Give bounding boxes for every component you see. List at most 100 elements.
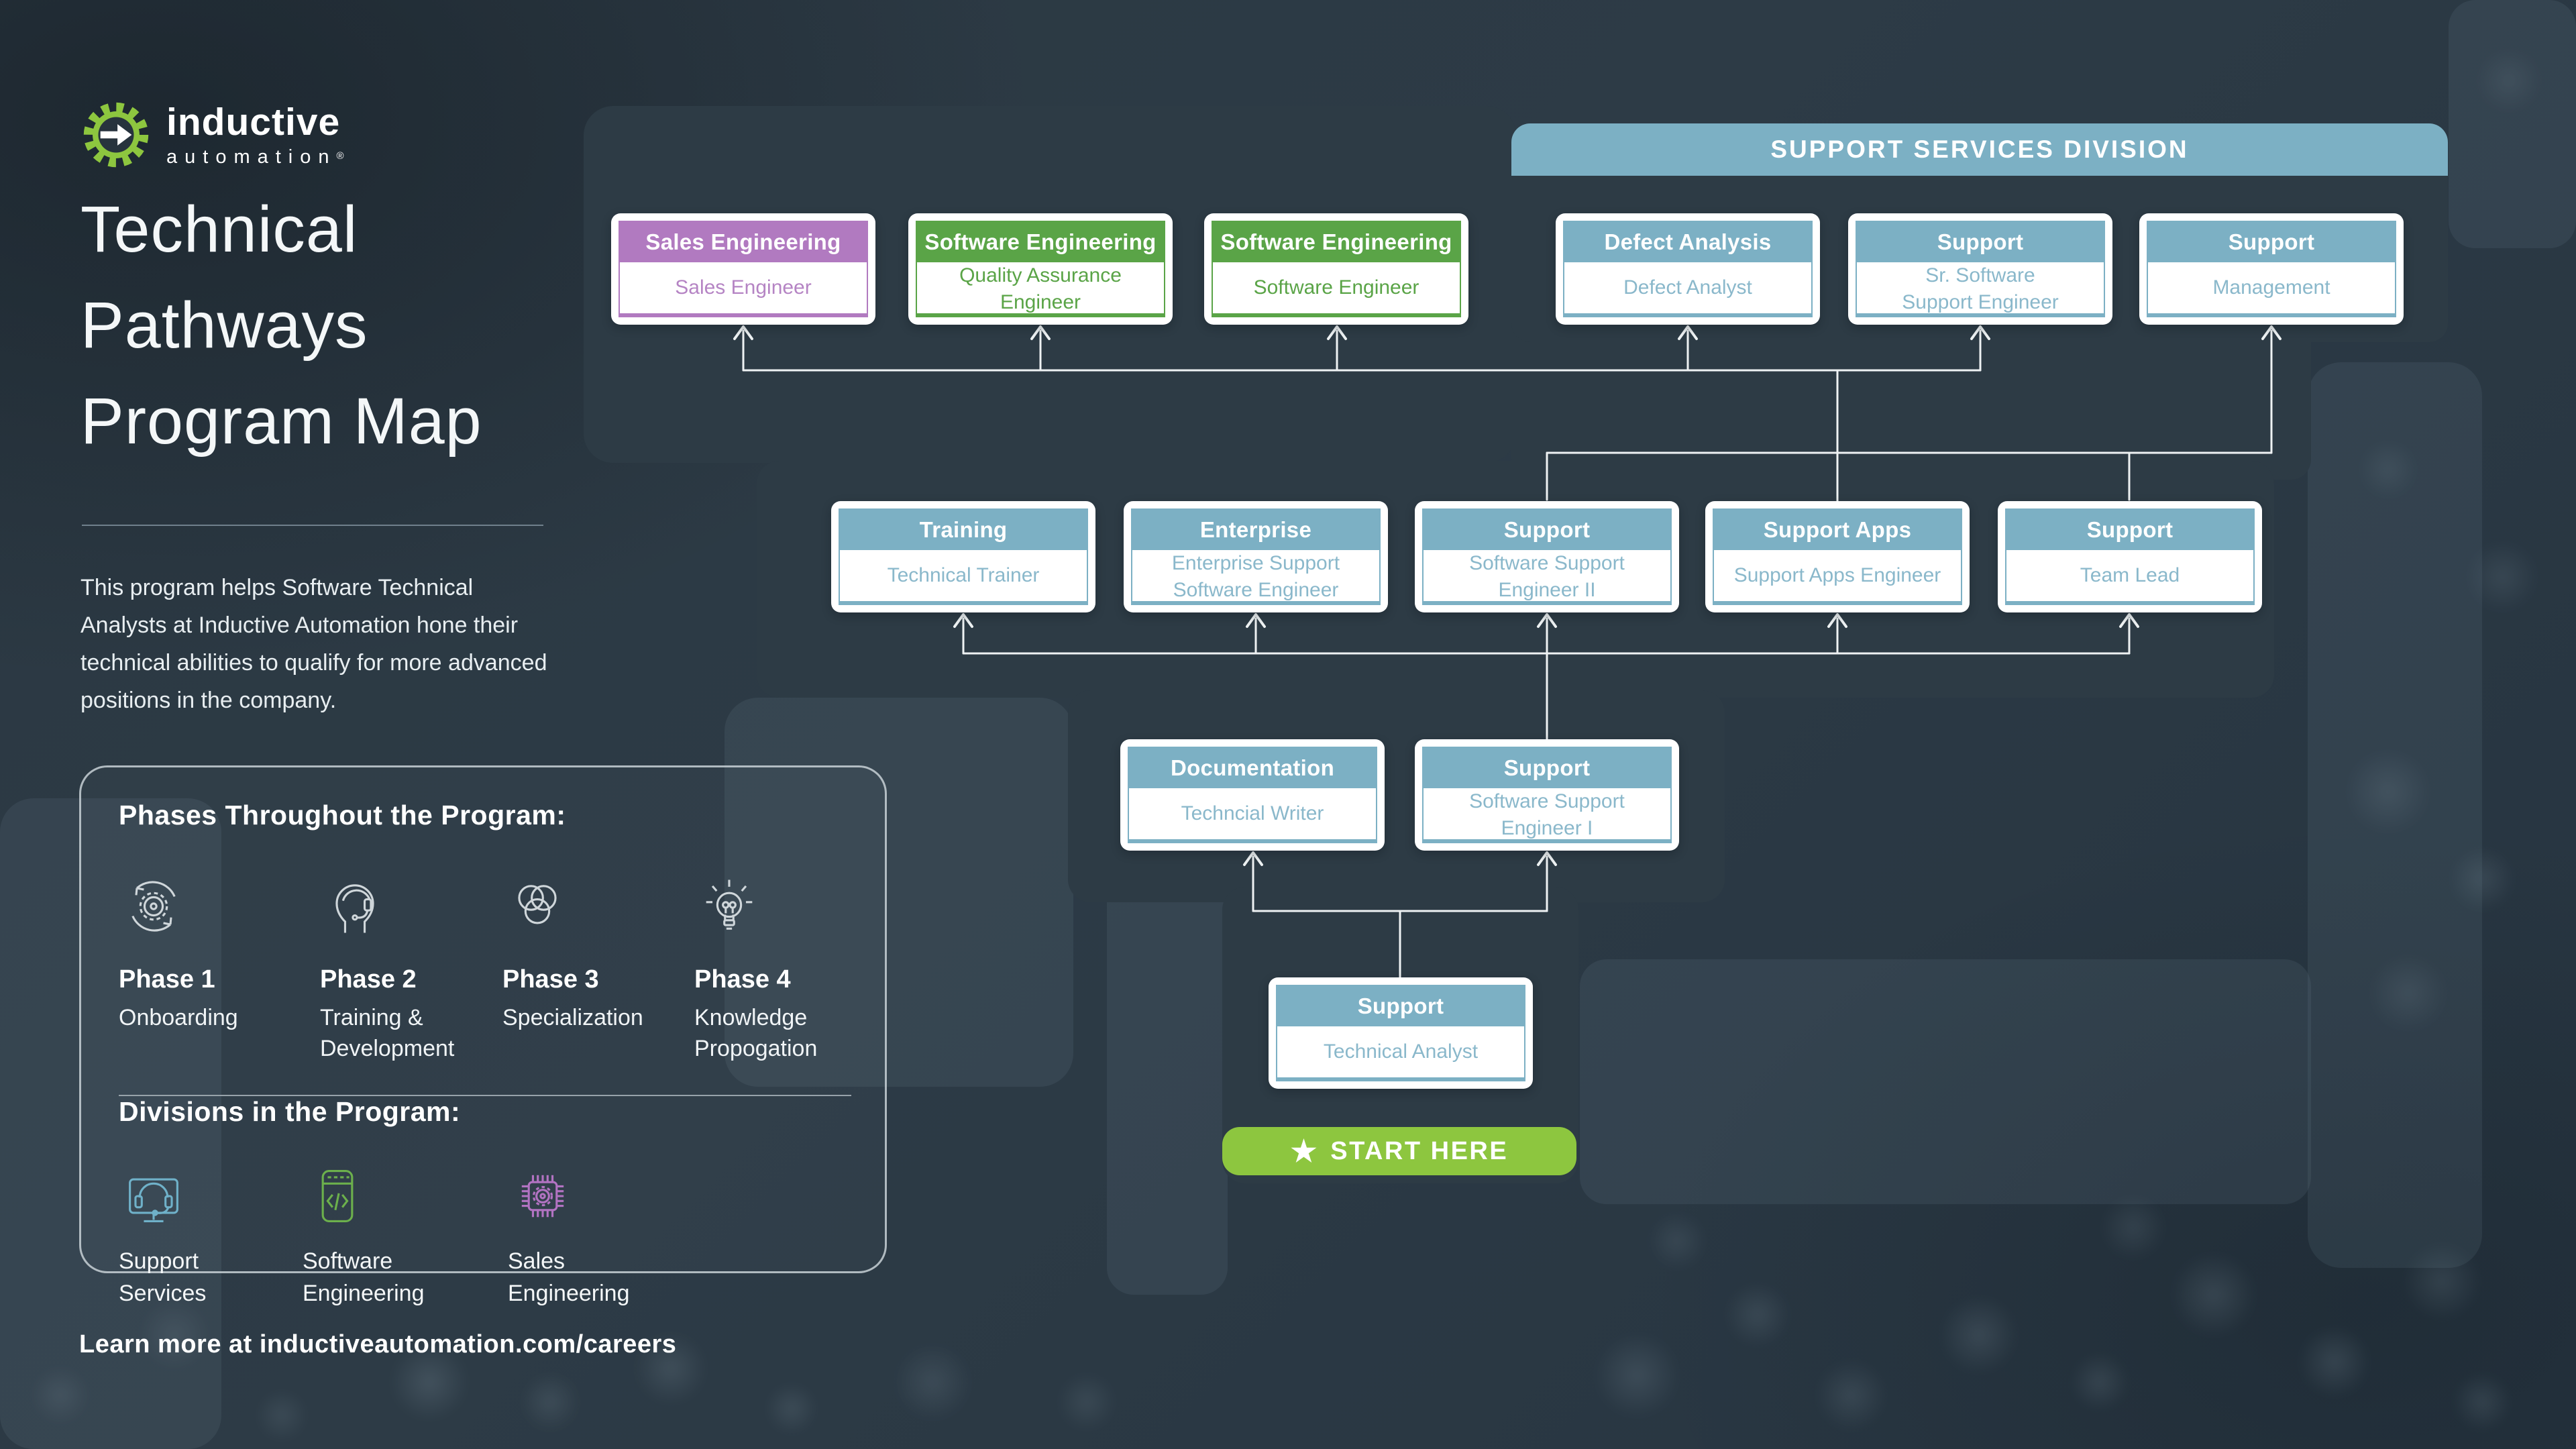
connector-line	[1327, 325, 1347, 340]
division-item-sales-engineering: Sales Engineering	[508, 1161, 655, 1309]
connector-line	[2119, 613, 2139, 628]
phase-description: Training & Development	[320, 1005, 455, 1061]
phases-heading: Phases Throughout the Program:	[119, 800, 566, 830]
connector-line	[1246, 613, 1266, 628]
background-rounded-shape	[0, 798, 221, 1449]
career-box-group-header: Support	[1277, 986, 1524, 1026]
connector-line	[1243, 851, 1263, 866]
phase-description: Specialization	[502, 1005, 643, 1030]
start-here-label: START HERE	[1330, 1136, 1509, 1165]
sales-engineering-icon	[508, 1161, 655, 1234]
support-services-division-label: SUPPORT SERVICES DIVISION	[1770, 136, 2189, 163]
division-label: Support Services	[119, 1248, 207, 1306]
career-box-group-header: Software Engineering	[1213, 222, 1460, 262]
connector-line	[733, 325, 753, 340]
gear-arrow-logo-icon	[83, 102, 149, 168]
connector-line	[2261, 325, 2282, 340]
phase-name: Phase 1	[119, 965, 215, 994]
training-headset-icon	[320, 866, 502, 941]
background-bokeh-dot	[1647, 1211, 1707, 1271]
career-box-group-header: Defect Analysis	[1564, 222, 1811, 262]
career-box-role: Technical Trainer	[887, 564, 1040, 586]
support-services-icon	[119, 1161, 303, 1234]
career-box-role: Software Engineer	[1253, 276, 1419, 299]
background-bokeh-dot	[1593, 1332, 1680, 1419]
career-box-role: Sales Engineer	[675, 276, 812, 299]
software-engineering-icon	[303, 1161, 508, 1234]
career-box-group-header: Support	[2006, 510, 2253, 550]
background-bokeh-dot	[30, 1365, 91, 1426]
page-title: Technical Pathways Program Map	[80, 193, 482, 458]
background-bokeh-dot	[255, 1389, 309, 1442]
phase-name: Phase 3	[502, 965, 599, 994]
division-label: Software Engineering	[303, 1248, 425, 1306]
career-box-role: Defect Analyst	[1623, 276, 1752, 299]
career-box-group-header: Support Apps	[1714, 510, 1961, 550]
background-rounded-shape	[1107, 862, 1228, 1295]
career-box-group-header: Support	[1424, 748, 1670, 788]
background-bokeh-dot	[634, 1332, 708, 1405]
career-box-role: Enterprise Support Software Engineer	[1171, 552, 1340, 601]
support-services-division-banner: SUPPORT SERVICES DIVISION	[1511, 123, 2448, 176]
background-bokeh-dot	[2475, 47, 2542, 114]
logo-sub-text: automation®	[166, 146, 344, 168]
career-box-group-header: Documentation	[1129, 748, 1376, 788]
phase-item-2: Phase 2 Training & Development	[320, 866, 502, 1064]
background-bokeh-dot	[2298, 1325, 2371, 1399]
background-bokeh-dot	[389, 1342, 470, 1422]
background-rounded-shape	[1580, 959, 2311, 1204]
career-box-group-header: Software Engineering	[917, 222, 1164, 262]
connector-line	[1970, 325, 1990, 340]
career-box-group-header: Support	[1424, 510, 1670, 550]
intro-paragraph: This program helps Software Technical An…	[80, 575, 547, 713]
connector-line	[953, 613, 973, 628]
connector-line	[1678, 325, 1698, 340]
career-box-role: Team Lead	[2080, 564, 2180, 586]
background-bokeh-dot	[1815, 1358, 1888, 1432]
background-bokeh-dot	[2170, 1251, 2257, 1338]
career-box-role: Techncial Writer	[1181, 802, 1324, 824]
career-box-role: Support Apps Engineer	[1733, 564, 1941, 586]
career-box-group-header: Sales Engineering	[620, 222, 867, 262]
phase-item-4: Phase 4 Knowledge Propogation	[694, 866, 896, 1064]
background-bokeh-dot	[2452, 1372, 2512, 1432]
division-item-support-services: Support Services	[119, 1161, 303, 1309]
career-box-role: Technical Analyst	[1323, 1040, 1479, 1063]
background-bokeh-dot	[2465, 540, 2539, 614]
background-bokeh-dot	[2368, 953, 2449, 1033]
background-bokeh-dot	[2100, 1194, 2167, 1261]
program-info-panel: Phases Throughout the Program: Phase 1 O…	[79, 765, 887, 1306]
logo-brand-text: inductive	[166, 100, 341, 144]
phase-item-1: Phase 1 Onboarding	[119, 866, 320, 1064]
careers-url-note: Learn more at inductiveautomation.com/ca…	[79, 1330, 677, 1358]
background-bokeh-dot	[2449, 845, 2516, 912]
background-bokeh-dot	[1939, 1295, 2019, 1375]
division-label: Sales Engineering	[508, 1248, 630, 1306]
career-box-role: Sr. Software Support Engineer	[1902, 264, 2059, 313]
divisions-row: Support Services Software Engineering Sa…	[119, 1161, 847, 1309]
phase-item-3: Phase 3 Specialization	[502, 866, 694, 1064]
connector-line	[1827, 613, 1847, 628]
background-rounded-shape	[724, 698, 1073, 1087]
connector-line	[1537, 851, 1557, 866]
connector-line	[1537, 613, 1557, 628]
info-panel-divider	[119, 1095, 851, 1096]
background-bokeh-dot	[2402, 1241, 2482, 1322]
career-box-role: Quality Assurance Engineer	[959, 264, 1122, 313]
background-bokeh-dot	[2358, 439, 2418, 500]
title-divider	[82, 525, 543, 526]
division-item-software-engineering: Software Engineering	[303, 1161, 508, 1309]
background-bokeh-dot	[892, 1342, 973, 1422]
background-bokeh-dot	[1057, 1372, 1117, 1432]
background-bokeh-dot	[520, 1372, 580, 1432]
